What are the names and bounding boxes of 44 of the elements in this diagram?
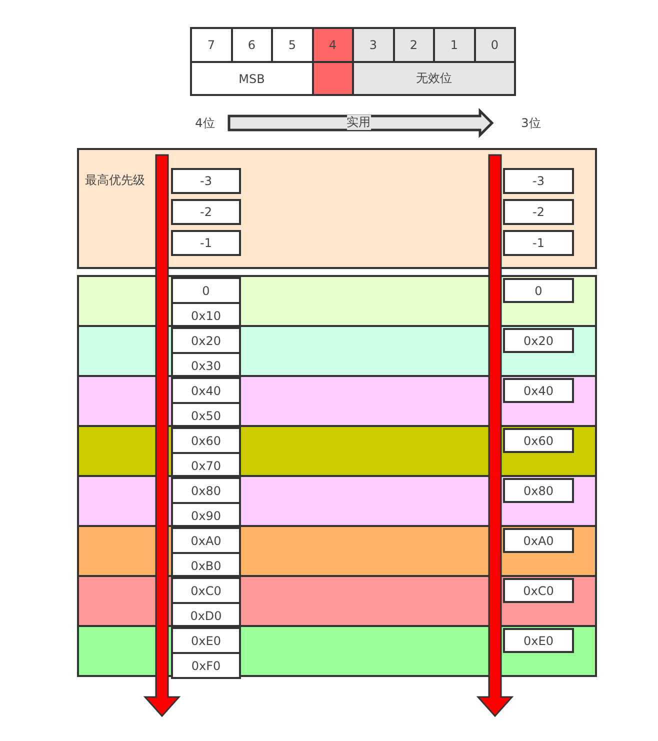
priority-box: -1 [503,230,574,256]
priority-box: 0xF0 [171,652,241,679]
priority-band [77,525,597,577]
priority-box: -2 [503,199,574,225]
bit-group-cell: 无效位 [352,61,516,96]
priority-box: 0x40 [503,378,574,403]
priority-band [77,275,597,327]
priority-box: 0x20 [171,327,241,354]
bit-cell: 3 [352,27,394,63]
priority-box: 0x60 [503,428,574,453]
bit-cell: 7 [190,27,232,63]
priority-box: 0x20 [503,328,574,353]
priority-box: -1 [171,230,241,256]
priority-box: 0xC0 [171,577,241,604]
bit-cell: 1 [433,27,476,63]
priority-box: 0x40 [171,377,241,404]
priority-band [77,425,597,477]
priority-box: 0 [503,278,574,303]
priority-box: -3 [171,168,241,194]
priority-band [77,475,597,527]
priority-box: -3 [503,168,574,194]
priority-band [77,575,597,627]
priority-band [77,625,597,677]
priority-box: 0x60 [171,427,241,454]
priority-box: -2 [171,199,241,225]
priority-box: 0x80 [171,477,241,504]
priority-box: 0xC0 [503,578,574,603]
priority-box: 0xE0 [503,628,574,653]
priority-box: 0x80 [503,478,574,503]
block-arrow [228,108,494,138]
priority-band [77,148,597,269]
priority-box: 0 [171,277,241,304]
priority-box: 0xA0 [503,528,574,553]
bit-count-label: 4位 [186,113,224,133]
bit-group-cell: MSB [190,61,314,96]
edge-label: 实用 [346,115,370,130]
highlight-cell [312,61,354,96]
priority-band [77,325,597,377]
priority-band [77,375,597,427]
bit-cell: 0 [474,27,516,63]
priority-box: 0xA0 [171,527,241,554]
band-label: 最高优先级 [85,172,145,189]
bit-count-label: 3位 [512,113,550,133]
priority-box: 0xE0 [171,627,241,654]
